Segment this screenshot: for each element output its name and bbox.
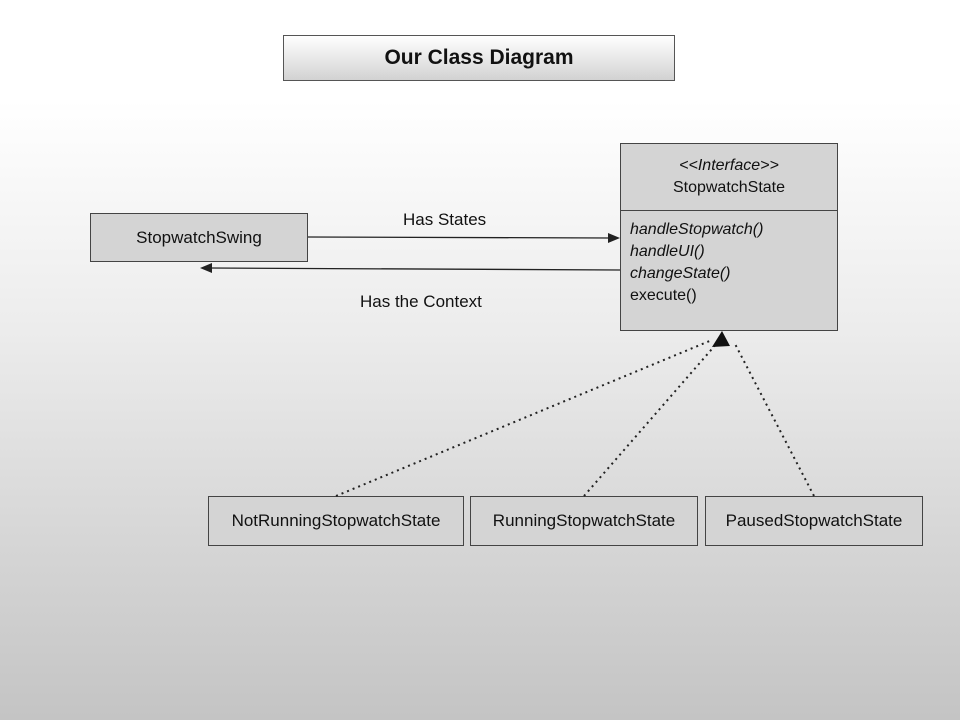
association-label-has-context: Has the Context [360,292,482,311]
interface-stereotype: <<Interface>> [679,157,779,174]
interface-operations: handleStopwatch() handleUI() changeState… [621,211,837,315]
operation-change-state: changeState() [630,265,731,282]
operation-execute: execute() [630,287,697,304]
realization-line-paused [733,341,815,497]
arrowhead-has-states [608,233,620,243]
diagram-title: Our Class Diagram [283,35,675,81]
interface-name: StopwatchState [672,179,786,196]
association-label-has-states: Has States [403,210,487,229]
class-not-running-state: NotRunningStopwatchState [208,496,464,546]
realization-line-not-running [335,339,713,497]
association-line-has-states [307,236,611,239]
operation-handle-ui: handleUI() [630,243,705,260]
association-line-has-context [209,267,621,271]
class-stopwatch-swing: StopwatchSwing [90,213,308,262]
realization-arrowhead [712,331,730,347]
arrowhead-has-context [200,263,212,273]
class-running-state: RunningStopwatchState [470,496,698,546]
realization-line-running [583,341,719,497]
class-paused-state: PausedStopwatchState [705,496,923,546]
interface-header: <<Interface>> StopwatchState [621,144,837,211]
interface-stopwatch-state: <<Interface>> StopwatchState handleStopw… [620,143,838,331]
operation-handle-stopwatch: handleStopwatch() [630,221,764,238]
